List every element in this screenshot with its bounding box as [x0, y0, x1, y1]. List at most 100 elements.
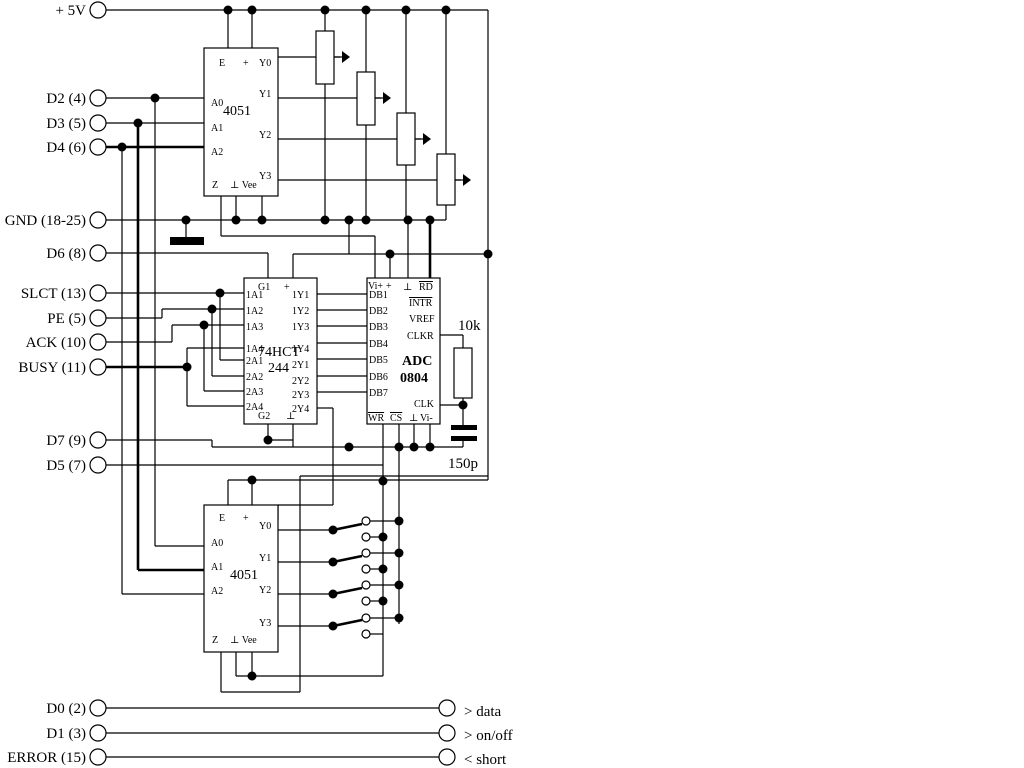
- junction-dots: [117, 5, 493, 681]
- output-onoff-label: > on/off: [464, 728, 513, 744]
- pin-label: +: [284, 282, 290, 293]
- pin-label: RD: [419, 282, 433, 293]
- label-input: D2 (4): [46, 91, 86, 107]
- buffer-74hct244: 74HCT 244 G1 + G2 ⊥ 1A1 1A2 1A3 1A4 2A1 …: [243, 277, 318, 425]
- pin-label: Y2: [259, 585, 271, 596]
- adc-0804: ADC 0804 Vi+ + ⊥ RD DB1 DB2 DB3 DB4 DB5 …: [366, 277, 441, 425]
- pin-label: DB6: [369, 372, 388, 383]
- resistor-label: 10k: [458, 318, 481, 334]
- pin-label: +: [386, 281, 392, 292]
- pin-label: Y3: [259, 618, 271, 629]
- buffer-name-line2: 244: [268, 361, 289, 376]
- pin-label: DB4: [369, 339, 388, 350]
- pin-label: A1: [211, 562, 223, 573]
- pin-label: Z: [212, 180, 218, 191]
- connector-terminals: [89, 1, 456, 766]
- pin-label: 1Y4: [292, 344, 309, 355]
- mux-bottom-name: 4051: [230, 568, 258, 583]
- pin-label: 1Y1: [292, 290, 309, 301]
- pin-label: Y3: [259, 171, 271, 182]
- pin-label: DB2: [369, 306, 388, 317]
- pin-label: E: [219, 58, 225, 69]
- pin-label: DB1: [369, 290, 388, 301]
- adc-name-line1: ADC: [402, 354, 432, 369]
- pin-label: Z: [212, 635, 218, 646]
- pin-label: CLKR: [407, 331, 434, 342]
- pin-label: ⊥ Vee: [230, 180, 257, 191]
- pin-label: 2Y2: [292, 376, 309, 387]
- label-input: D4 (6): [46, 140, 86, 156]
- pin-label: ⊥: [286, 411, 295, 422]
- pin-label: 1Y3: [292, 322, 309, 333]
- pin-label: Y2: [259, 130, 271, 141]
- mux-top: 4051 E + A0 A1 A2 Z ⊥ Vee Y0 Y1 Y2 Y3: [203, 47, 279, 197]
- pin-label: 1A2: [246, 306, 263, 317]
- pin-label: 2A1: [246, 356, 263, 367]
- ground-symbol: [170, 237, 204, 245]
- pin-label: Y0: [259, 58, 271, 69]
- output-data-label: > data: [464, 704, 502, 720]
- pin-label: +: [243, 513, 249, 524]
- pin-label: E: [219, 513, 225, 524]
- connector-labels: + 5V D2 (4) D3 (5) D4 (6) GND (18-25) D6…: [5, 3, 86, 766]
- pin-label: 2A2: [246, 372, 263, 383]
- pin-label: 1A3: [246, 322, 263, 333]
- label-input: ACK (10): [26, 335, 86, 351]
- pin-label: 2Y1: [292, 360, 309, 371]
- label-bottom: D0 (2): [46, 701, 86, 717]
- pin-label: +: [243, 58, 249, 69]
- output-labels: > data > on/off < short: [464, 704, 513, 768]
- pin-label: Vi+: [368, 281, 383, 292]
- label-bottom: ERROR (15): [7, 750, 86, 766]
- label-input: D7 (9): [46, 433, 86, 449]
- pin-label: DB5: [369, 355, 388, 366]
- pin-label: 2Y3: [292, 390, 309, 401]
- pin-label: 1A1: [246, 290, 263, 301]
- label-input: D5 (7): [46, 458, 86, 474]
- pin-label: A2: [211, 147, 223, 158]
- pin-label: 2Y4: [292, 404, 309, 415]
- pin-label: VREF: [409, 314, 435, 325]
- switch-contacts: [361, 516, 371, 639]
- label-input: GND (18-25): [5, 213, 86, 229]
- pin-label: G2: [258, 411, 270, 422]
- pin-label: 1Y2: [292, 306, 309, 317]
- pin-label: Vi-: [420, 413, 433, 424]
- pin-label: DB7: [369, 388, 388, 399]
- pin-label: Y1: [259, 553, 271, 564]
- capacitor-150p: [451, 425, 477, 441]
- label-input: SLCT (13): [21, 286, 86, 302]
- label-supply: + 5V: [55, 3, 86, 19]
- mux-top-name: 4051: [223, 104, 251, 119]
- adc-name-line2: 0804: [400, 371, 428, 386]
- pin-label: A2: [211, 586, 223, 597]
- pin-label: A0: [211, 538, 223, 549]
- pin-label: CLK: [414, 399, 435, 410]
- pin-label: INTR: [409, 298, 433, 309]
- pin-label: ⊥: [403, 282, 412, 293]
- label-bottom: D1 (3): [46, 726, 86, 742]
- label-input: D3 (5): [46, 116, 86, 132]
- pin-label: G1: [258, 282, 270, 293]
- label-input: D6 (8): [46, 246, 86, 262]
- output-short-label: < short: [464, 752, 507, 768]
- mux-bottom: 4051 E + A0 A1 A2 Z ⊥ Vee Y0 Y1 Y2 Y3: [203, 504, 279, 653]
- label-input: PE (5): [47, 311, 86, 327]
- pin-label: WR: [368, 413, 384, 424]
- pin-label: A0: [211, 98, 223, 109]
- pin-label: Y1: [259, 89, 271, 100]
- pin-label: ⊥: [409, 413, 418, 424]
- buffer-name-line1: 74HCT: [258, 345, 300, 360]
- label-input: BUSY (11): [18, 360, 86, 376]
- pin-label: 2A3: [246, 387, 263, 398]
- pin-label: Y0: [259, 521, 271, 532]
- pin-label: A1: [211, 123, 223, 134]
- pin-label: DB3: [369, 322, 388, 333]
- capacitor-label: 150p: [448, 456, 478, 472]
- pin-label: CS: [390, 413, 402, 424]
- pin-label: 1A4: [246, 344, 263, 355]
- pin-label: ⊥ Vee: [230, 635, 257, 646]
- potentiometer-array: [315, 30, 471, 206]
- resistor-10k: [453, 347, 473, 399]
